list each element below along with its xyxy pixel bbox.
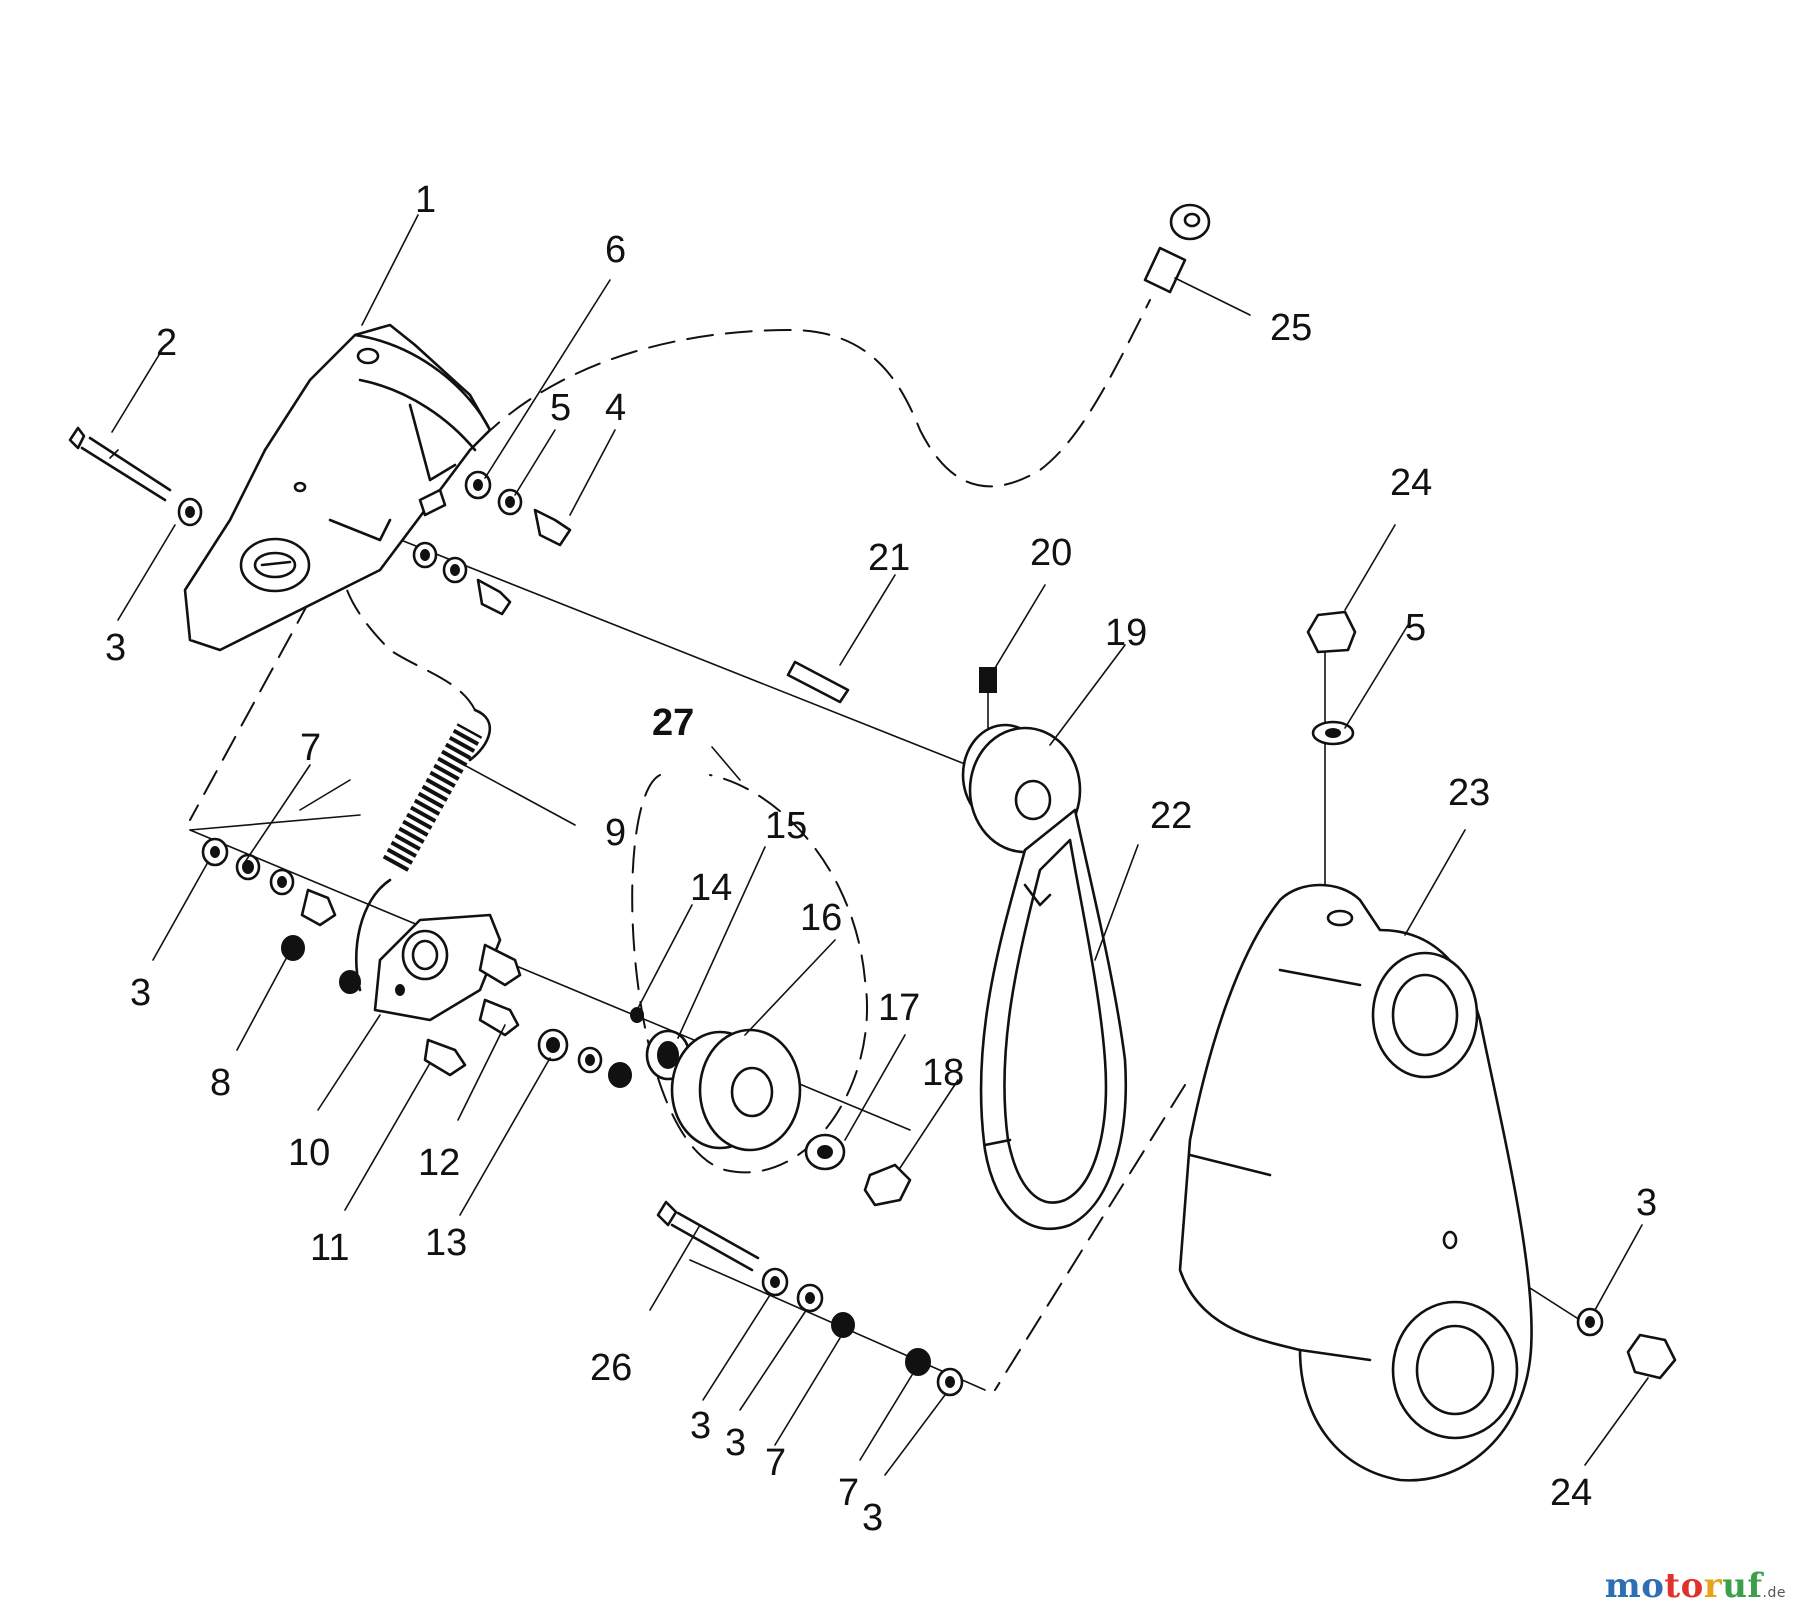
callout-labels: 1 2 3 6 5 4 25 24 21 20 19 5 27 7 9 15 1… [105,179,1657,1539]
callout-5: 5 [550,387,571,429]
watermark-part-3: r [1703,1566,1723,1606]
callout-25: 25 [1270,307,1312,349]
part-16-idler-pulley [670,1028,802,1152]
part-24-nut-lower [1576,1307,1677,1380]
callout-24: 24 [1390,462,1432,504]
callout-13: 13 [425,1222,467,1264]
part-17-18-washer-nut [804,1133,912,1207]
washers-and-bolt-upper [412,470,572,616]
part-23-belt-cover [1178,883,1533,1482]
part-2-bolt [68,426,203,527]
callout-20: 20 [1030,532,1072,574]
watermark-tld: .de [1762,1585,1786,1601]
callout-4: 4 [605,387,626,429]
callout-10: 10 [288,1132,330,1174]
callout-19: 19 [1105,612,1147,654]
part-10-plate [373,913,522,1022]
callout-14: 14 [690,867,732,909]
part-21-pin [786,660,850,704]
leader-lines [111,214,1649,1476]
callout-23: 23 [1448,772,1490,814]
callout-15: 15 [765,805,807,847]
callout-1: 1 [415,179,436,221]
washer-stack-left [201,837,337,927]
callout-17: 17 [878,987,920,1029]
small-hardware-center [281,935,632,1088]
callout-3: 3 [862,1497,883,1539]
callout-9: 9 [605,812,626,854]
part-26-bolt-lower [656,1200,964,1397]
callout-7: 7 [838,1472,859,1514]
watermark-part-4: uf [1722,1566,1763,1606]
callout-5: 5 [1405,607,1426,649]
callout-22: 22 [1150,795,1192,837]
callout-3: 3 [105,627,126,669]
callout-3: 3 [130,972,151,1014]
motoruf-watermark: motoruf.de [1605,1566,1786,1606]
part-1-bracket [183,323,492,652]
callout-6: 6 [605,229,626,271]
callout-18: 18 [922,1052,964,1094]
part-25-rod-end [1143,203,1211,294]
watermark-part-2: to [1664,1566,1704,1606]
callout-11: 11 [310,1227,349,1269]
part-20-set-screw [979,667,997,731]
callout-16: 16 [800,897,842,939]
callout-2: 2 [156,322,177,364]
callout-12: 12 [418,1142,460,1184]
part-19-pulley [961,723,1082,854]
part-22-belt [979,808,1127,1231]
callout-8: 8 [210,1062,231,1104]
part-24-nut-upper [1306,610,1357,746]
callout-3: 3 [690,1405,711,1447]
callout-26: 26 [590,1347,632,1389]
callout-7: 7 [300,727,321,769]
callout-27: 27 [652,702,694,744]
callout-21: 21 [868,537,910,579]
callout-3: 3 [1636,1182,1657,1224]
callout-3: 3 [725,1422,746,1464]
watermark-part-1: mo [1604,1566,1665,1606]
callout-24: 24 [1550,1472,1592,1514]
callout-7: 7 [765,1442,786,1484]
